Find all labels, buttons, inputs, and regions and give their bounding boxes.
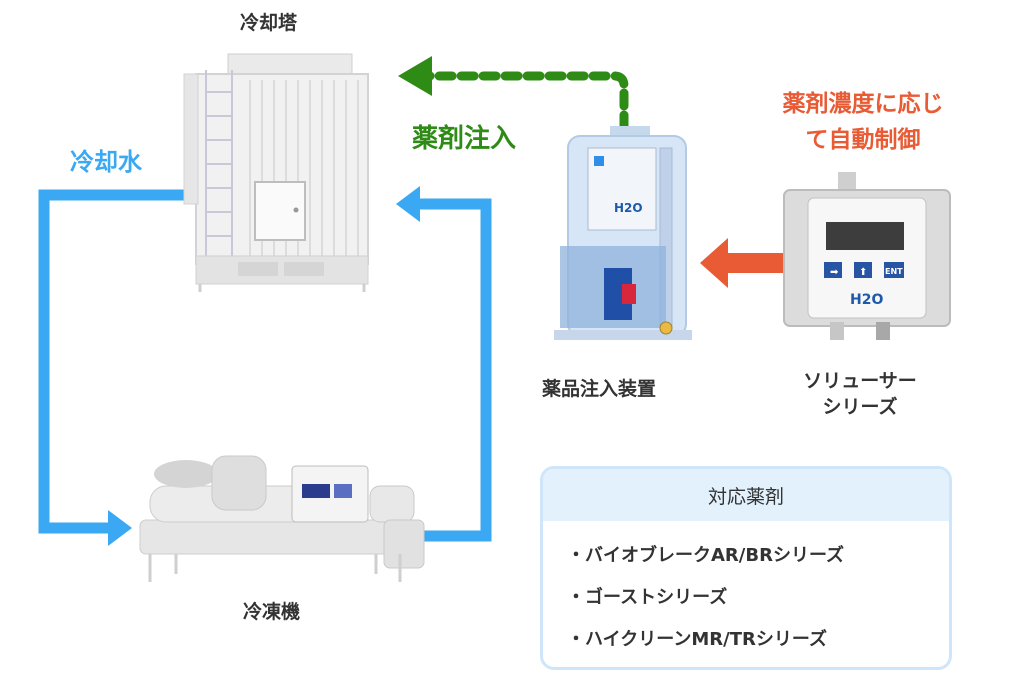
chiller-label: 冷凍機	[243, 601, 301, 623]
pipe-arrow-left	[396, 186, 420, 222]
cooling-tower-illustration	[183, 53, 369, 292]
cooling-water-label: 冷却水	[70, 148, 142, 176]
control-arrow	[700, 238, 784, 288]
cooling-water-pipe	[38, 186, 492, 546]
svg-text:ENT: ENT	[885, 267, 903, 276]
solution-series-label: ソリューサーシリーズ	[803, 370, 917, 418]
auto-control-label: 薬剤濃度に応じて自動制御	[782, 91, 944, 153]
controller-illustration: ➡ ⬆ ENT H2O	[783, 172, 951, 340]
controller-right-button	[824, 262, 842, 278]
controller-up-button	[854, 262, 872, 278]
tower-access-door	[254, 181, 306, 241]
injection-device-label: 薬品注入装置	[542, 378, 657, 400]
compatible-chemicals-box: 対応薬剤 ・バイオブレークAR/BRシリーズ ・ゴーストシリーズ ・ハイクリーン…	[540, 466, 952, 670]
injection-arrow	[398, 56, 629, 133]
svg-text:⬆: ⬆	[859, 267, 867, 278]
chemical-item: ・ゴーストシリーズ	[567, 587, 728, 608]
chemical-item: ・バイオブレークAR/BRシリーズ	[567, 545, 845, 566]
chemical-item: ・ハイクリーンMR/TRシリーズ	[567, 629, 827, 650]
svg-text:➡: ➡	[830, 267, 839, 278]
controller-ent-button	[884, 262, 904, 278]
injection-device-illustration: H2O	[554, 126, 692, 340]
chemical-injection-label: 薬剤注入	[412, 124, 517, 154]
compatible-chemicals-list: ・バイオブレークAR/BRシリーズ ・ゴーストシリーズ ・ハイクリーンMR/TR…	[543, 521, 949, 667]
cooling-tower-label: 冷却塔	[240, 12, 298, 34]
controller-screen	[826, 222, 904, 250]
chiller-illustration	[139, 455, 425, 582]
pipe-arrow-right	[108, 510, 132, 546]
compatible-chemicals-heading: 対応薬剤	[543, 469, 949, 521]
chiller-display	[302, 484, 330, 498]
device-logo: H2O	[614, 201, 643, 215]
controller-logo: H2O	[850, 292, 883, 308]
